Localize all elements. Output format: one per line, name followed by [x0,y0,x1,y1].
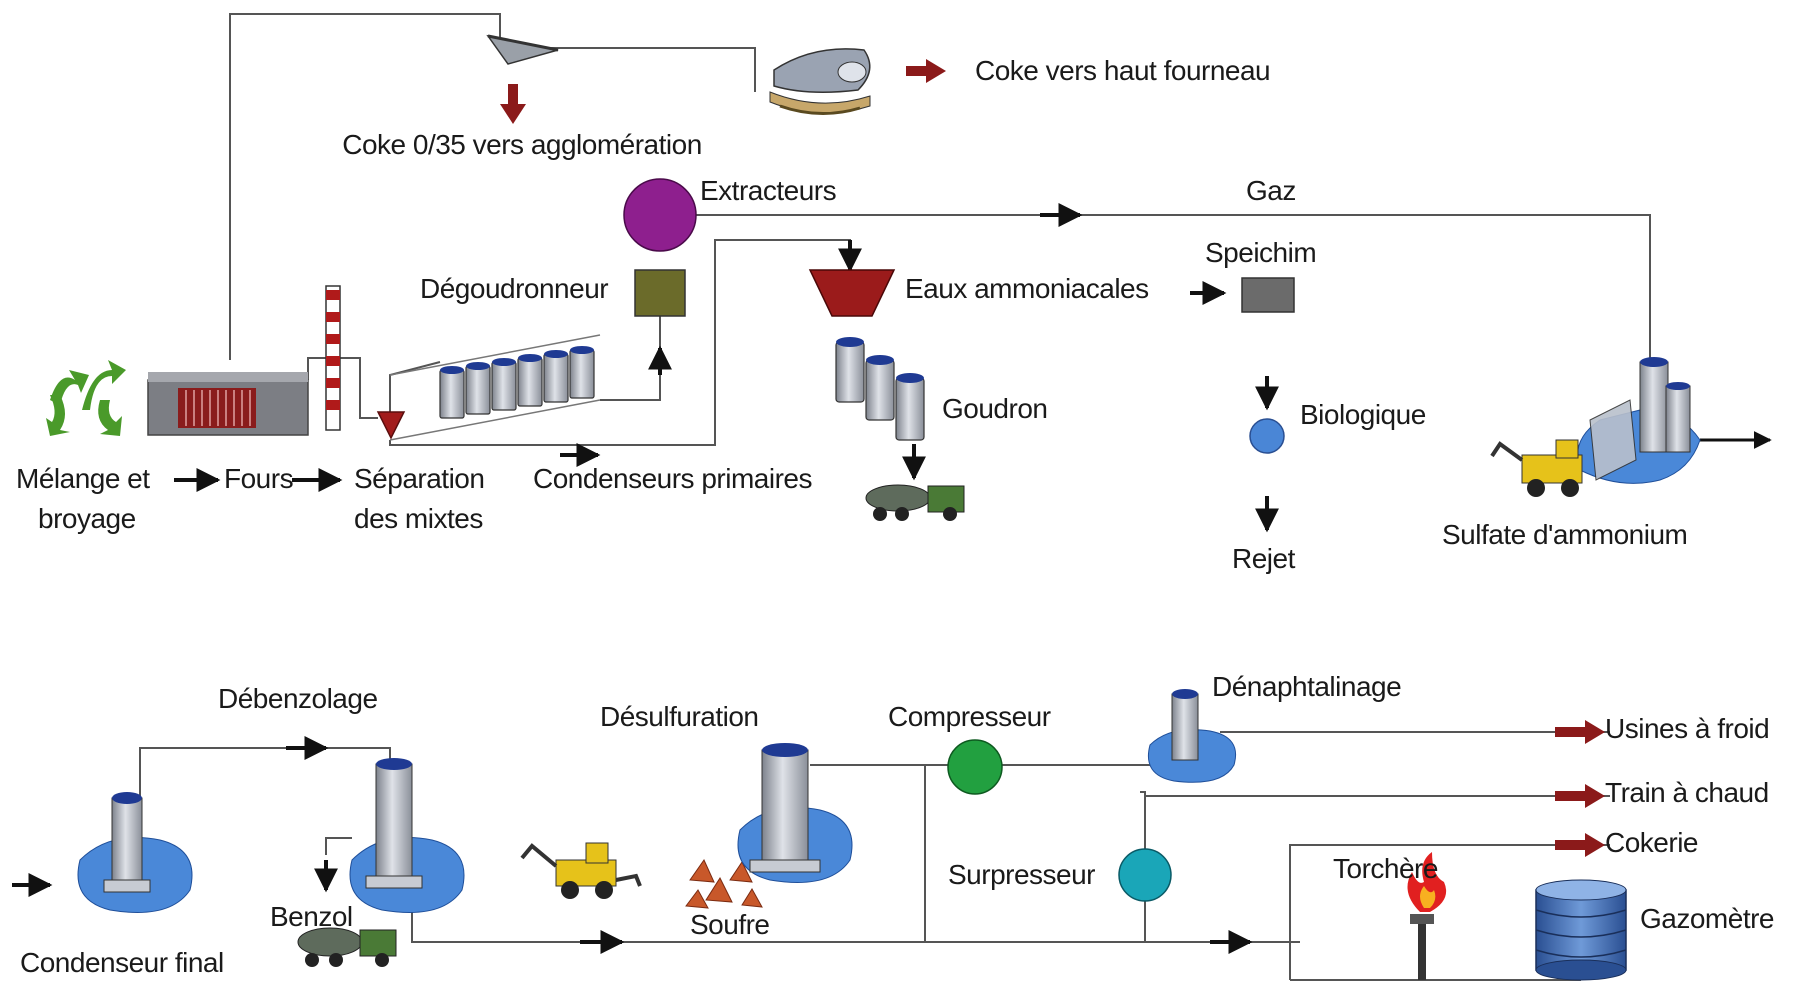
label-condenseurs-primaires: Condenseurs primaires [533,463,812,494]
label-gaz: Gaz [1246,175,1296,206]
label-condenseur-final: Condenseur final [20,947,224,978]
label-cokerie: Cokerie [1605,827,1698,858]
coke-oven-icon [147,372,309,436]
sulfur-pile-icon [685,858,763,909]
label-melange-line1: Mélange et [16,463,150,494]
column-tank-icon [737,743,853,883]
biologique-circle [1249,418,1285,454]
label-usines-froid: Usines à froid [1605,713,1770,744]
label-coke-haut-fourneau: Coke vers haut fourneau [975,55,1271,86]
black-arrows [12,203,1279,954]
pipe-ovens-to-separation [307,357,378,419]
torch-flame-icon [1407,852,1447,980]
label-melange-line2: broyage [38,503,136,534]
label-goudron: Goudron [942,393,1048,424]
sulfate-plant-icon [1577,357,1701,484]
label-soufre: Soufre [690,909,770,940]
pipe-final-to-debenzol [139,747,391,800]
column-tank-icon [1148,689,1236,783]
condenser-lines [389,334,601,441]
excavator-icon [1490,439,1583,497]
degoudronneur-box [634,269,686,317]
mixer-icon [46,360,126,436]
pipe-gas-main [695,214,1651,390]
gasometer-icon [1535,879,1627,981]
column-tank-icon [77,792,193,913]
red-arrow-coke-agglo [500,84,526,124]
goudron-tanks-icon [835,337,925,441]
label-train-chaud: Train à chaud [1605,777,1769,808]
label-separation-line1: Séparation [354,463,485,494]
pipe-coke-loop [229,13,501,360]
separation-funnel-icon [376,411,406,440]
compresseur-circle [947,739,1003,795]
chimney-icon [325,285,341,431]
label-desulfuration: Désulfuration [600,701,759,732]
surpresseur-circle [1118,848,1172,902]
hopper-icon [486,34,559,65]
pipe-to-train [1144,795,1610,850]
label-coke-agglo: Coke 0/35 vers agglomération [342,129,702,160]
tanker-truck-icon [865,484,965,521]
coke-train-icon [769,48,871,115]
label-denaphtalinage: Dénaphtalinage [1212,671,1402,702]
pipe-screen-to-train [545,47,756,92]
label-compresseur: Compresseur [888,701,1051,732]
tanker-truck-icon [297,927,397,967]
pipe-debenzol-to-desulfur [411,800,926,943]
speichim-box [1241,277,1295,313]
red-arrow-train [1555,784,1605,808]
label-biologique: Biologique [1300,399,1426,430]
pipe-to-cokerie [1289,844,1610,980]
condenser-icon [439,346,595,419]
label-speichim: Speichim [1205,237,1317,268]
label-sulfate: Sulfate d'ammonium [1442,519,1688,550]
label-fours: Fours [224,463,294,494]
pipe-condenser-up [600,310,661,401]
decanter-icon [808,269,896,317]
red-arrows [500,59,1605,857]
pipe-to-distribution [924,765,1300,943]
red-arrow-usines [1555,720,1605,744]
pipes-top [229,13,1772,449]
red-arrow-haut-fourneau [906,59,946,83]
label-rejet: Rejet [1232,543,1295,574]
label-gazometre: Gazomètre [1640,903,1775,934]
extracteur-circle [623,178,697,252]
label-surpresseur: Surpresseur [948,859,1096,890]
label-debenzolage: Débenzolage [218,683,378,714]
label-eaux-ammoniacales: Eaux ammoniacales [905,273,1149,304]
label-benzol: Benzol [270,901,353,932]
label-degoudronneur: Dégoudronneur [420,273,609,304]
excavator-icon [520,842,642,899]
label-torchere: Torchère [1333,853,1438,884]
red-arrow-cokerie [1555,833,1605,857]
pipe-benzol [325,837,352,855]
label-separation-line2: des mixtes [354,503,483,534]
label-extracteurs: Extracteurs [700,175,837,206]
column-tank-icon [349,758,465,913]
